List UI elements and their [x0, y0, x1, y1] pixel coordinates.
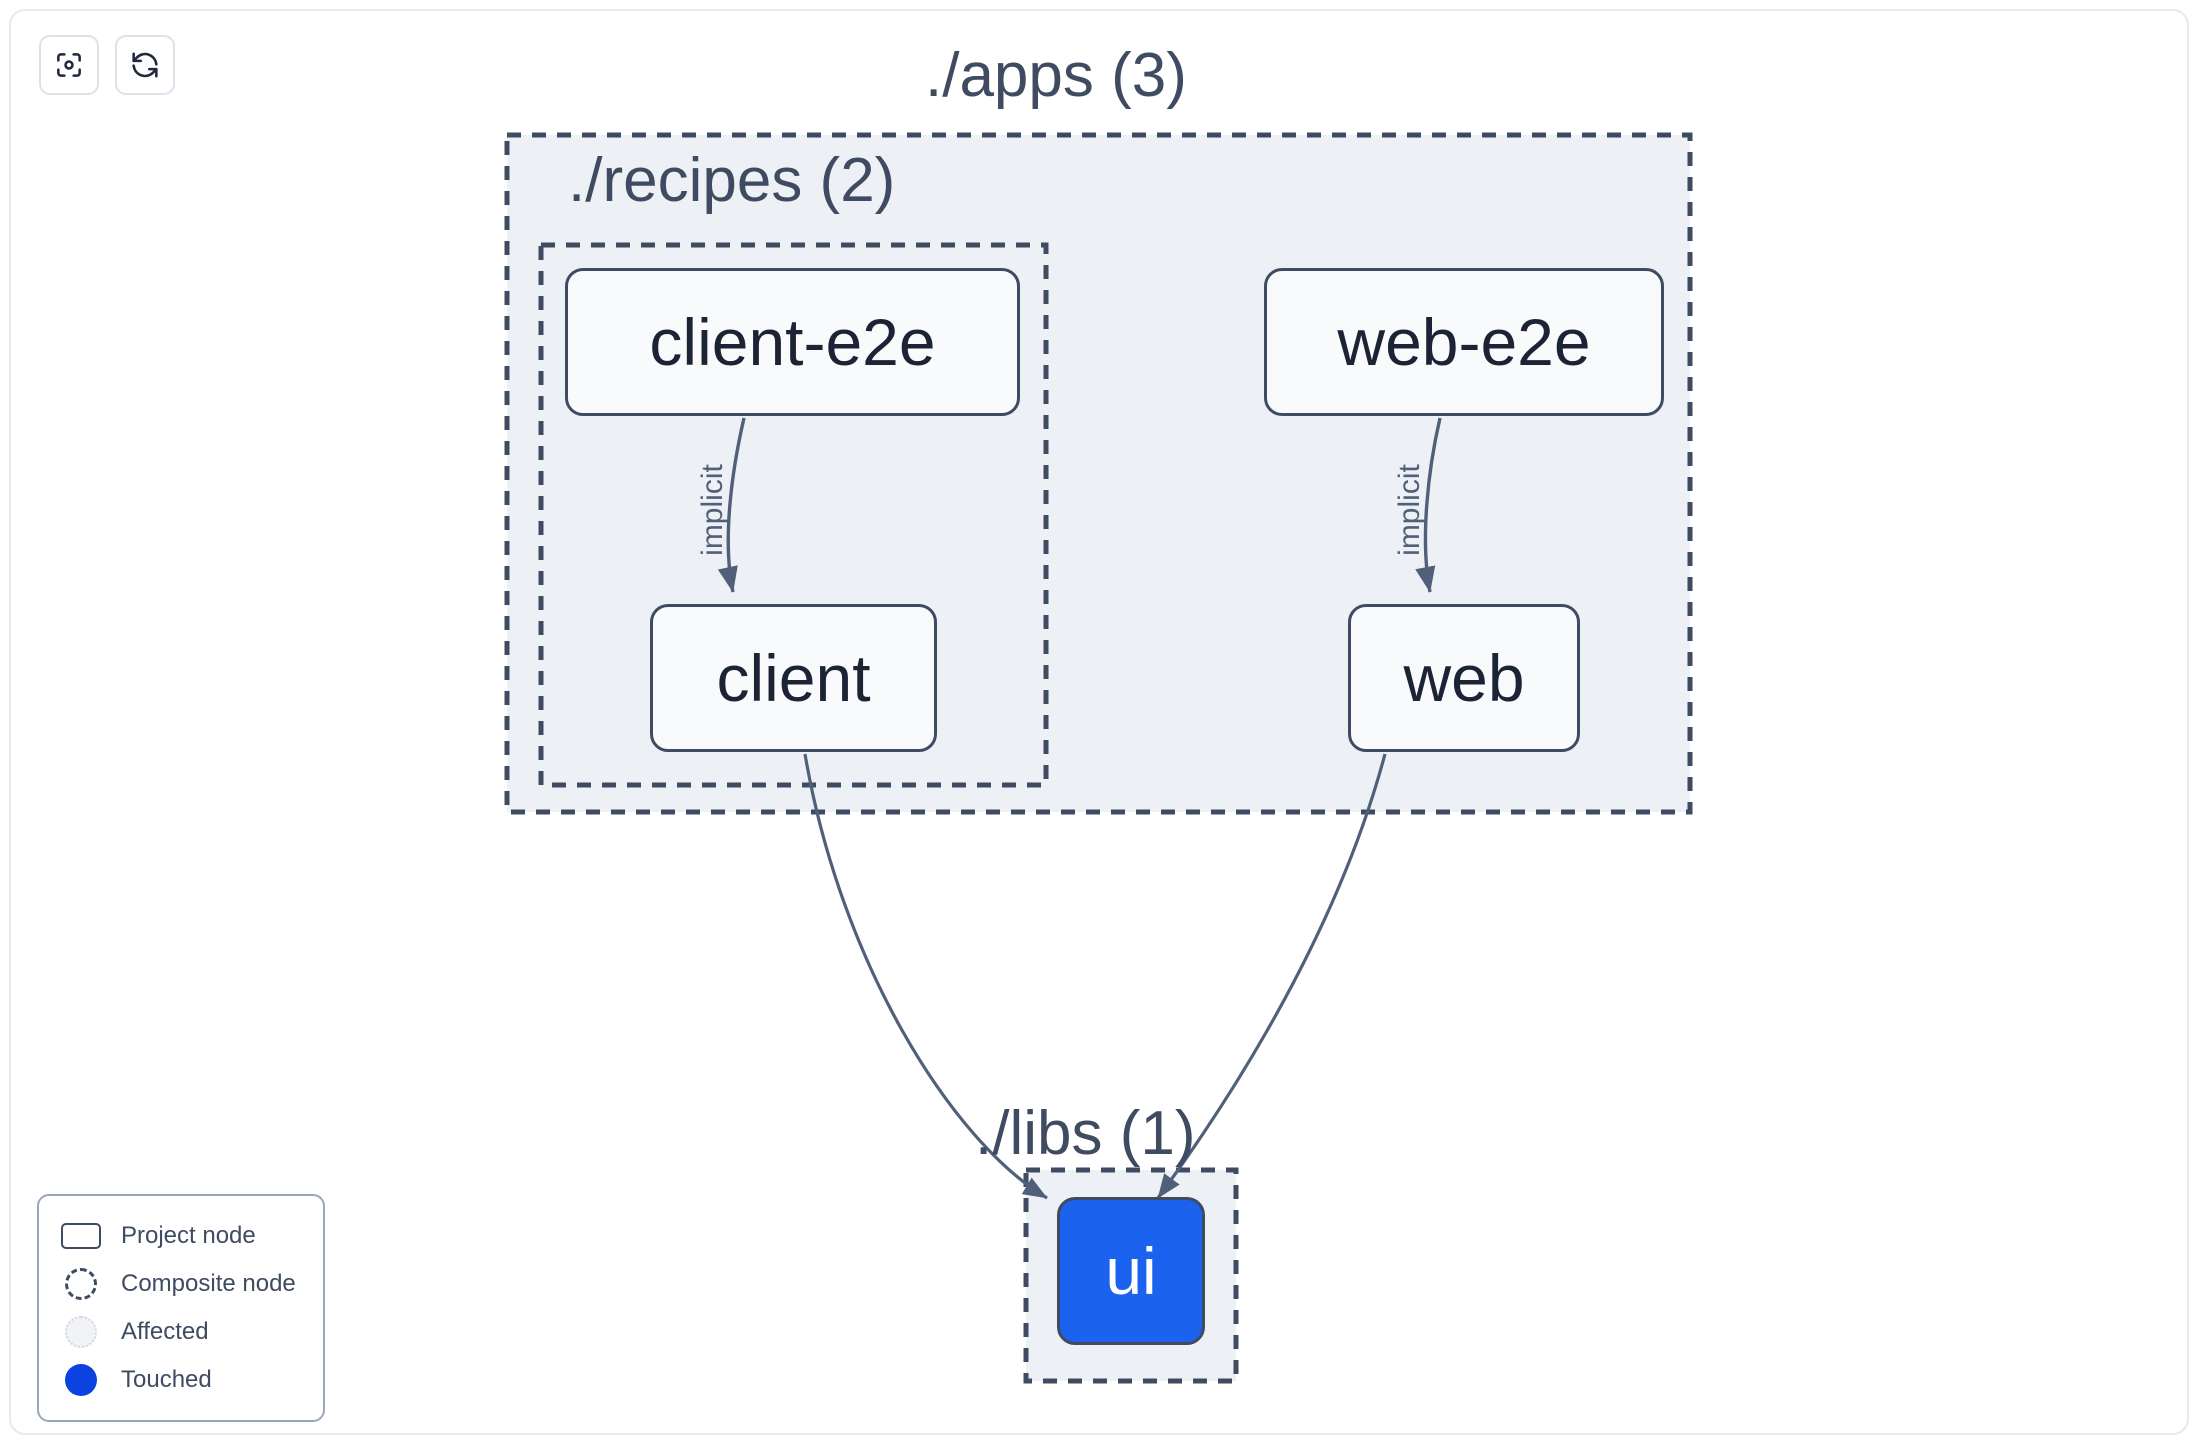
legend-label: Touched [121, 1366, 212, 1393]
edge-web-e2e-to-web: implicit [1393, 417, 1442, 593]
project-node-web-e2e[interactable]: web-e2e [1264, 268, 1664, 416]
project-node-client[interactable]: client [650, 604, 937, 752]
project-node-client-e2e[interactable]: client-e2e [565, 268, 1020, 416]
project-node-label: web [1403, 641, 1525, 715]
legend-label: Affected [121, 1318, 209, 1345]
group-label-recipes: ./recipes (2) [568, 146, 896, 215]
legend-label: Project node [121, 1222, 256, 1249]
edge-web-to-ui [1156, 753, 1387, 1199]
focus-target-icon [53, 49, 85, 81]
refresh-graph-button[interactable] [115, 35, 175, 95]
edge-client-e2e-to-client: implicit [696, 417, 746, 593]
touched-swatch [59, 1363, 103, 1397]
legend-item-affected: Affected [59, 1308, 305, 1356]
project-node-label: client-e2e [649, 305, 936, 379]
group-label-apps: ./apps (3) [925, 41, 1187, 110]
graph-legend: Project node Composite node Affected Tou… [37, 1194, 325, 1422]
refresh-icon [129, 49, 161, 81]
project-node-label: client [716, 641, 871, 715]
legend-item-project-node: Project node [59, 1212, 305, 1260]
legend-label: Composite node [121, 1270, 296, 1297]
edge-label-implicit-web: implicit [1393, 464, 1426, 556]
project-node-web[interactable]: web [1348, 604, 1580, 752]
edge-label-implicit-client: implicit [696, 464, 729, 556]
project-node-swatch [59, 1219, 103, 1253]
project-node-ui[interactable]: ui [1057, 1197, 1205, 1345]
focus-graph-button[interactable] [39, 35, 99, 95]
group-label-libs: ./libs (1) [975, 1099, 1196, 1168]
graph-toolbar [39, 35, 175, 95]
legend-item-composite-node: Composite node [59, 1260, 305, 1308]
project-node-label: ui [1105, 1234, 1157, 1308]
legend-item-touched: Touched [59, 1356, 305, 1404]
composite-node-swatch [59, 1267, 103, 1301]
project-node-label: web-e2e [1337, 305, 1591, 379]
edge-client-to-ui [803, 753, 1048, 1200]
affected-swatch [59, 1315, 103, 1349]
